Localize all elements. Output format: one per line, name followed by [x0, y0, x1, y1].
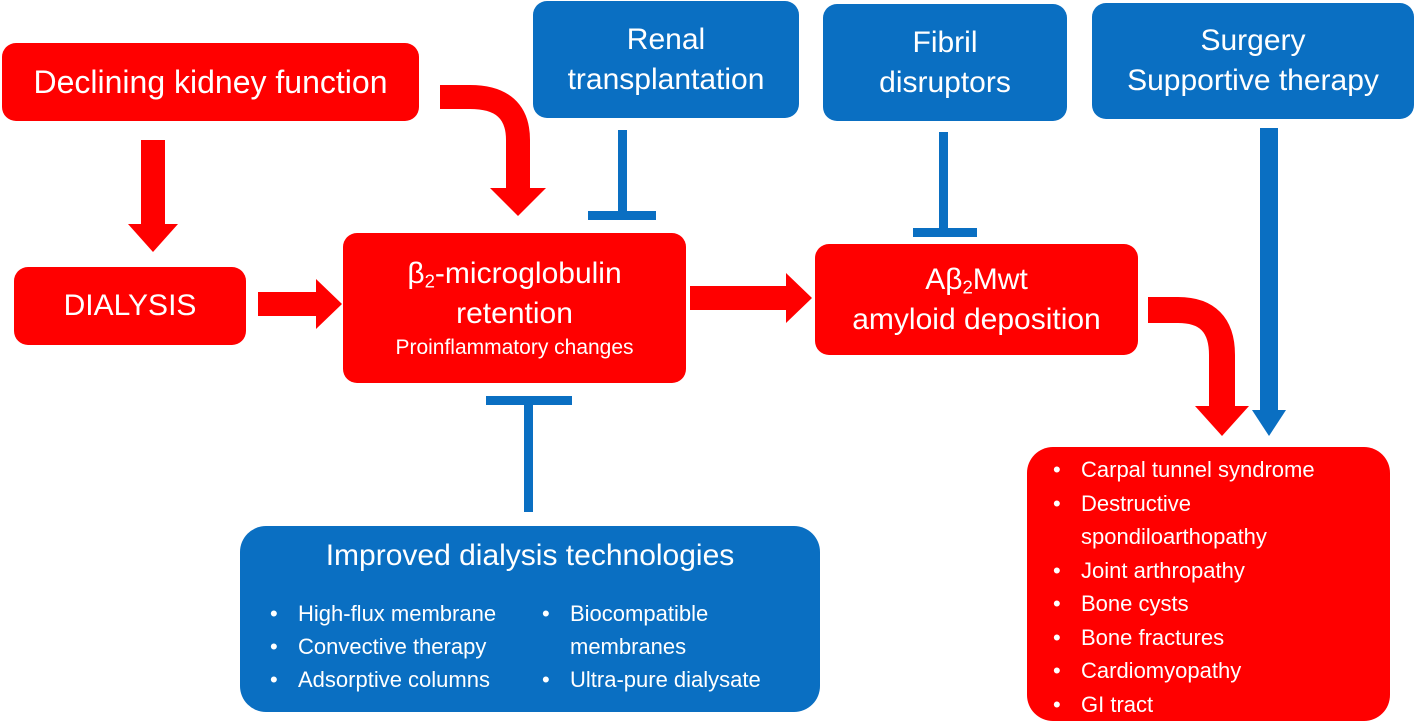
technology-item: High-flux membrane [264, 597, 544, 630]
inhibitor-renal-to-b2m [588, 130, 656, 220]
technology-item-continuation: membranes [570, 634, 687, 659]
dialysis-label: DIALYSIS [63, 289, 197, 322]
complication-item: GI tract [1047, 688, 1390, 722]
arrow-dialysis-to-b2m [258, 279, 342, 329]
arrow-surgery-to-complications [1252, 128, 1286, 436]
technologies-list-right: Biocompatible membranes Ultra-pure dialy… [536, 597, 820, 696]
disruptors-label: disruptors [879, 65, 1011, 99]
fibril-disruptors-box: Fibril disruptors [823, 4, 1067, 121]
complication-item: Joint arthropathy [1047, 554, 1390, 588]
complication-item-continuation: spondiloarthopathy [1081, 524, 1267, 549]
technology-item: Ultra-pure dialysate [536, 663, 820, 696]
renal-transplantation-box: Renal transplantation [533, 1, 799, 118]
arrow-b2m-to-amyloid [690, 273, 812, 323]
complication-item: Bone cysts [1047, 587, 1390, 621]
technology-item: Convective therapy [264, 630, 544, 663]
declining-kidney-function-label: Declining kidney function [33, 64, 388, 100]
improved-dialysis-technologies-box: Improved dialysis technologies High-flux… [240, 526, 820, 712]
supportive-therapy-label: Supportive therapy [1127, 64, 1379, 97]
renal-label: Renal [626, 22, 706, 56]
arrow-amyloid-to-complications [1148, 297, 1249, 436]
amyloid-deposition-box: Aβ2Mwt amyloid deposition [815, 244, 1138, 355]
surgery-label: Surgery [1200, 24, 1306, 57]
complications-list: Carpal tunnel syndrome Destructive spond… [1047, 453, 1390, 721]
inhibitor-technologies-to-b2m [486, 396, 572, 512]
proinflammatory-label: Proinflammatory changes [395, 336, 634, 359]
inhibitor-fibril-to-amyloid [913, 132, 977, 237]
technologies-list-left: High-flux membrane Convective therapy Ad… [264, 597, 544, 696]
fibril-label: Fibril [912, 25, 978, 59]
arrow-kidney-to-dialysis [128, 140, 178, 252]
retention-label: retention [456, 297, 573, 330]
complication-item: Carpal tunnel syndrome [1047, 453, 1390, 487]
b2m-title: β2-microglobulin [407, 257, 622, 292]
technology-item: Adsorptive columns [264, 663, 544, 696]
surgery-supportive-therapy-box: Surgery Supportive therapy [1092, 3, 1414, 119]
amyloid-deposition-label: amyloid deposition [852, 302, 1101, 336]
complications-box: Carpal tunnel syndrome Destructive spond… [1027, 447, 1390, 721]
b2m-retention-box: β2-microglobulin retention Proinflammato… [343, 233, 686, 383]
complication-item: Cardiomyopathy [1047, 654, 1390, 688]
technology-item: Biocompatible [536, 597, 820, 630]
transplantation-label: transplantation [567, 62, 765, 96]
arrow-kidney-to-b2m [440, 85, 546, 216]
technologies-title: Improved dialysis technologies [325, 539, 735, 572]
dialysis-box: DIALYSIS [14, 267, 246, 345]
amyloid-title: Aβ2Mwt [925, 262, 1028, 298]
declining-kidney-function-box: Declining kidney function [2, 43, 419, 121]
complication-item: Destructive [1047, 487, 1390, 521]
complication-item: Bone fractures [1047, 621, 1390, 655]
